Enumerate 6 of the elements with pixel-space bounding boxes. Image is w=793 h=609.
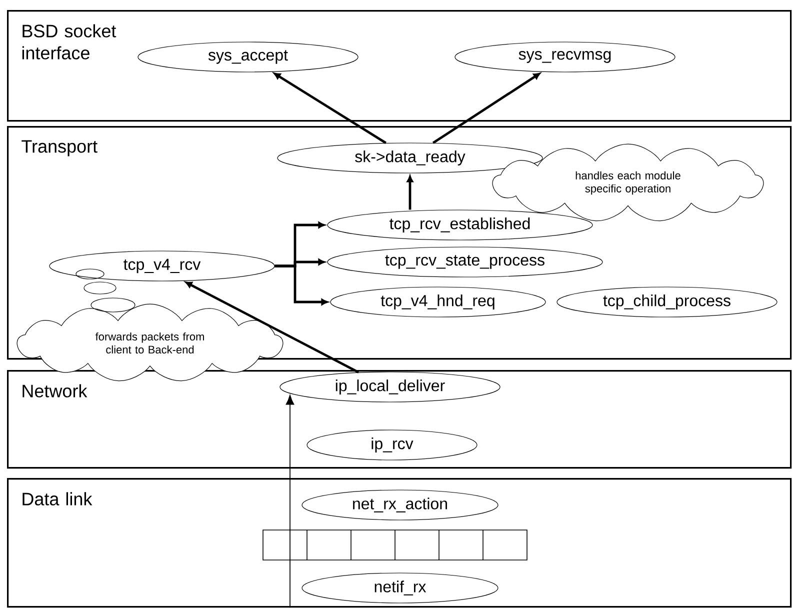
arrow [432, 72, 540, 144]
arrow [406, 176, 414, 210]
arrow [286, 394, 294, 608]
arrow [185, 282, 360, 374]
arrow [274, 264, 328, 306]
arrow [274, 72, 386, 144]
